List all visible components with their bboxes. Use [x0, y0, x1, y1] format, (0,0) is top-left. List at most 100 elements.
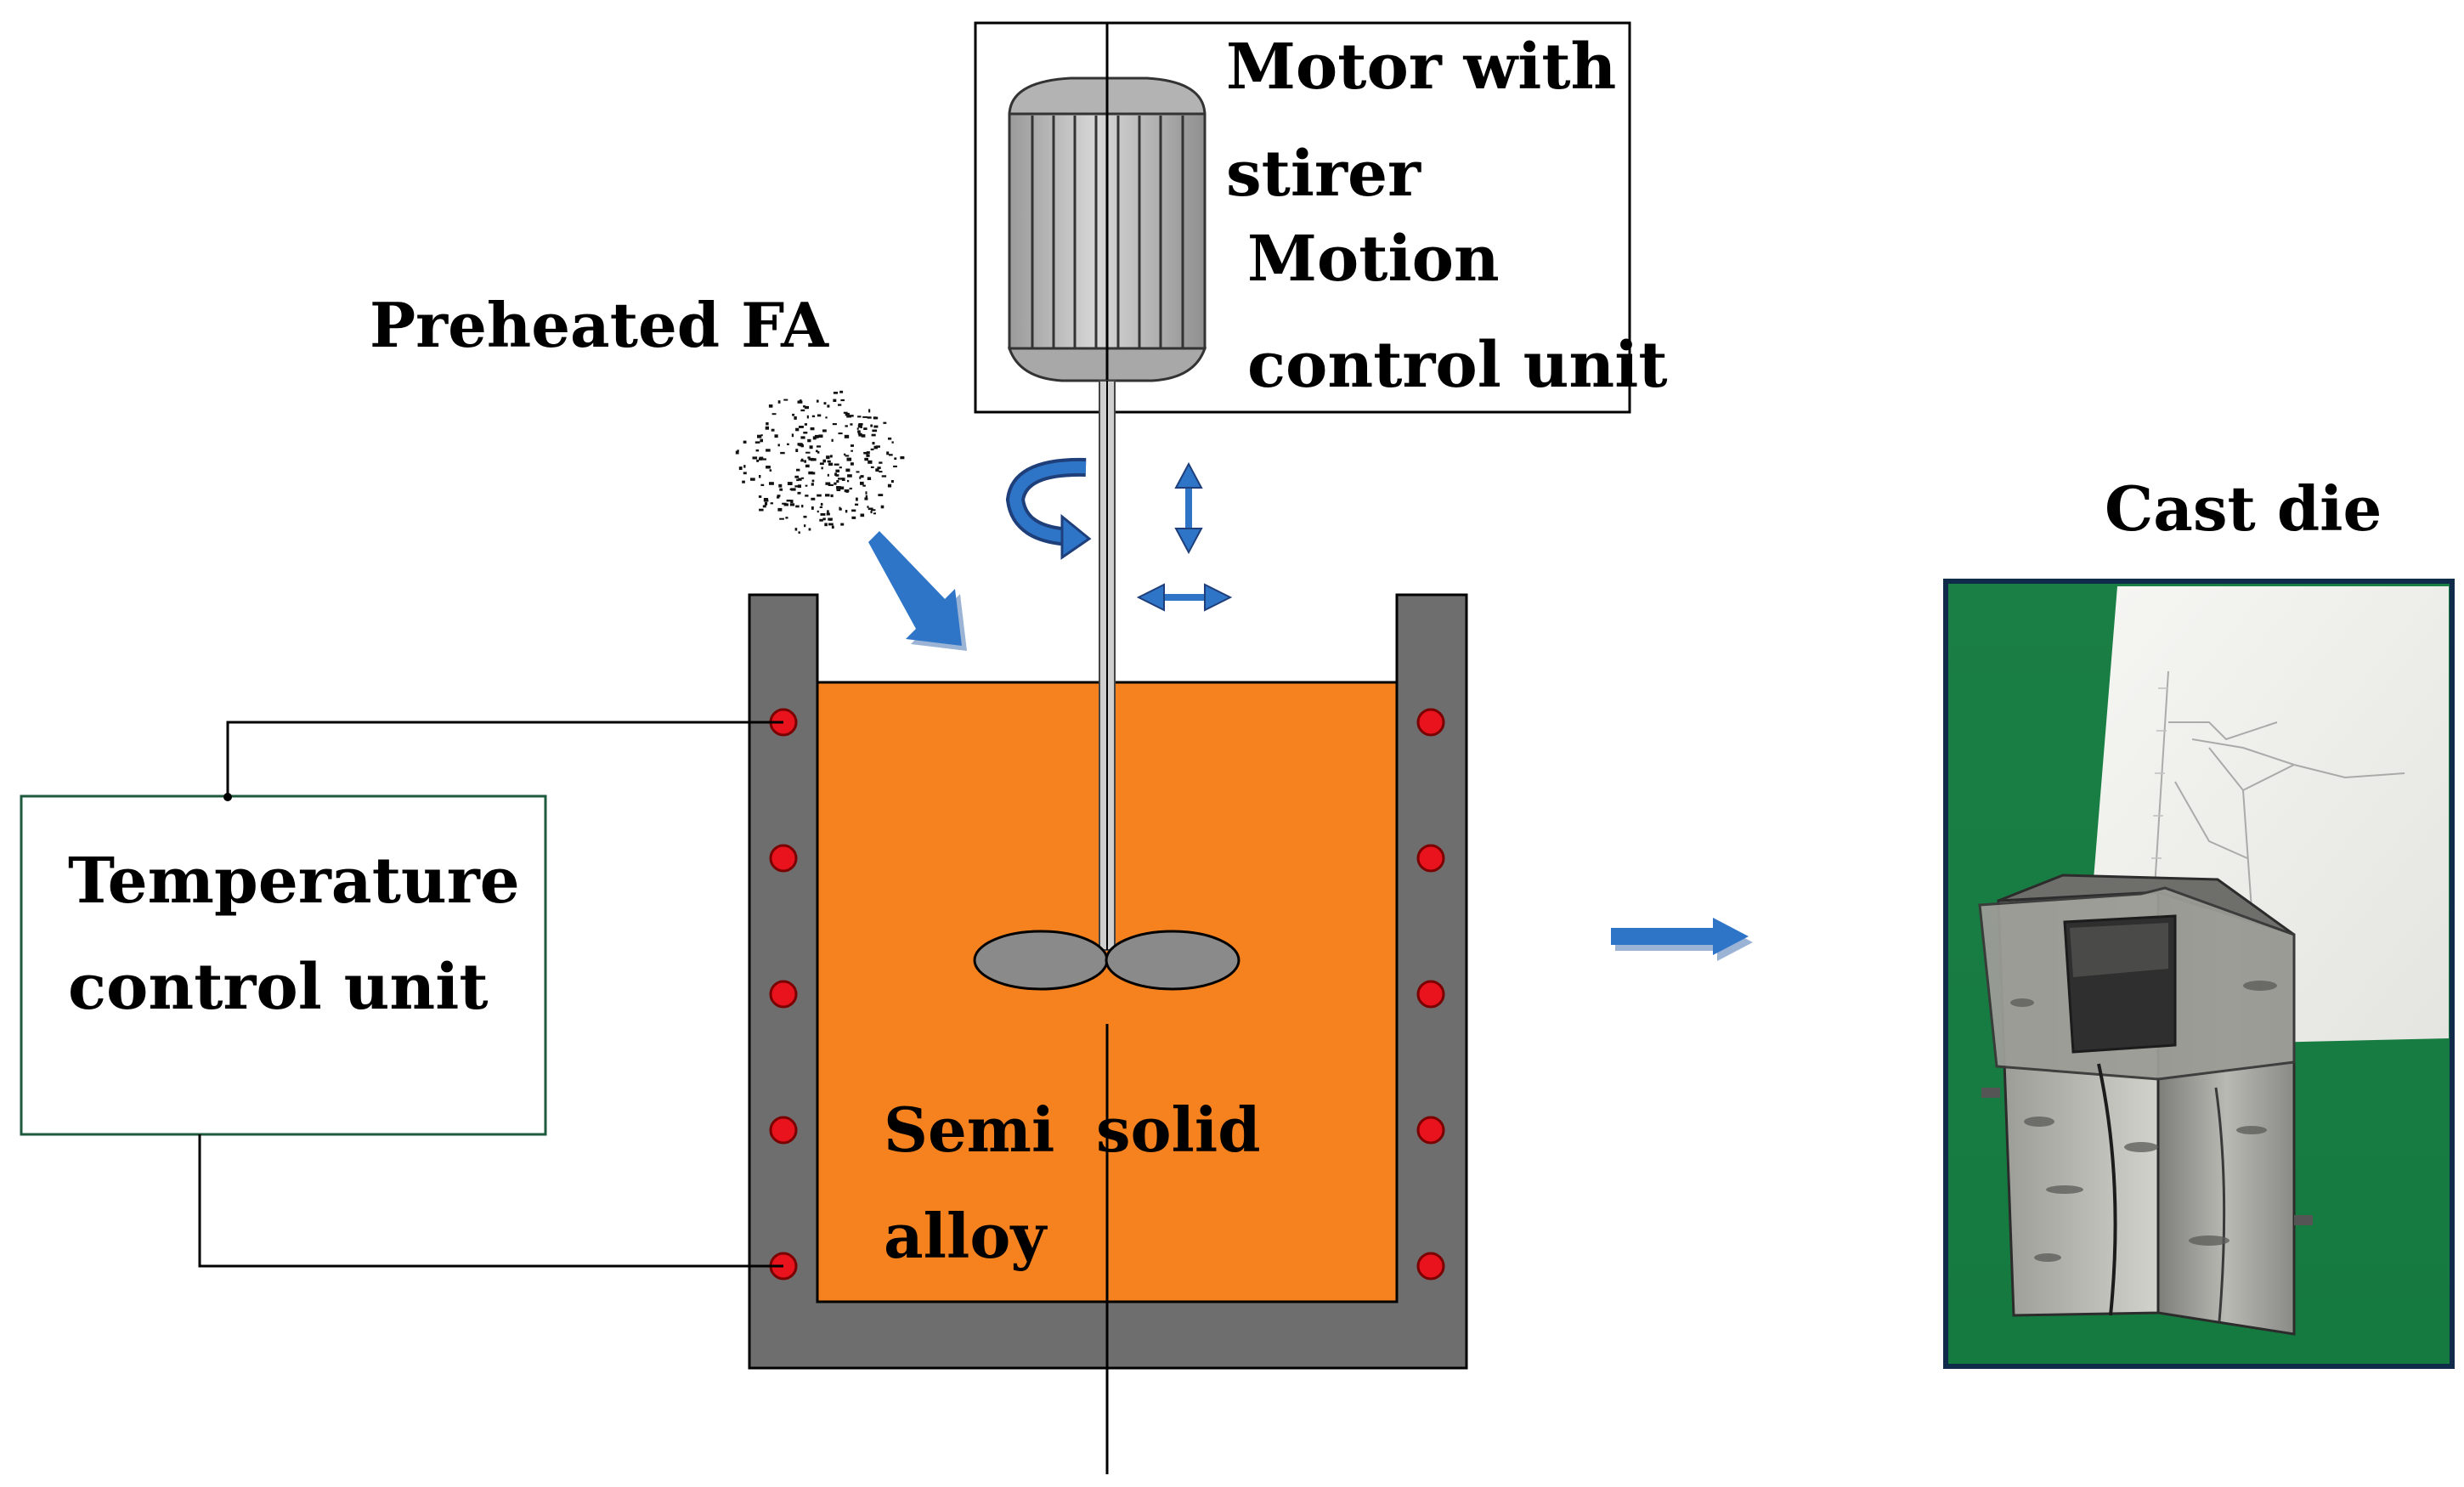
- powder-particle: [826, 455, 830, 460]
- powder-particle: [795, 449, 799, 452]
- powder-particle: [857, 430, 861, 433]
- powder-particle: [823, 402, 827, 405]
- powder-particle: [760, 483, 765, 486]
- cast-die-label: Cast die: [2105, 472, 2382, 545]
- powder-particle: [769, 482, 774, 485]
- powder-particle: [866, 451, 870, 454]
- powder-particle: [836, 480, 839, 483]
- powder-particle: [770, 502, 773, 505]
- powder-particle: [821, 466, 823, 470]
- powder-particle: [840, 523, 845, 526]
- powder-particle: [843, 411, 848, 414]
- powder-particle: [815, 434, 819, 438]
- powder-particle: [870, 448, 874, 450]
- heater-icon: [769, 844, 798, 873]
- powder-particle: [792, 413, 795, 416]
- powder-particle: [883, 421, 887, 424]
- powder-particle: [790, 488, 796, 491]
- powder-particle: [839, 466, 842, 469]
- powder-particle: [836, 489, 841, 491]
- powder-particle: [782, 502, 787, 505]
- powder-particle: [766, 422, 769, 426]
- powder-particle: [851, 509, 856, 512]
- feed-arrow-icon: [868, 531, 967, 651]
- powder-particle: [894, 457, 897, 460]
- powder-particle: [839, 390, 844, 393]
- powder-particle: [872, 442, 875, 445]
- powder-particle: [879, 461, 883, 464]
- alloy-label: alloy: [884, 1200, 1048, 1272]
- powder-particle: [816, 449, 818, 453]
- powder-particle: [873, 425, 879, 428]
- control-wires: [198, 721, 783, 1268]
- powder-particle: [825, 416, 828, 419]
- powder-particle: [757, 434, 762, 438]
- powder-particle: [888, 437, 892, 440]
- powder-particle: [759, 475, 761, 478]
- powder-particle: [860, 481, 864, 485]
- powder-particle: [879, 471, 883, 473]
- heater-icon: [1416, 1116, 1445, 1145]
- powder-particle: [780, 451, 785, 455]
- powder-particle: [824, 523, 828, 527]
- powder-particle: [867, 506, 869, 508]
- powder-particle: [877, 466, 881, 470]
- powder-particle: [768, 404, 773, 408]
- powder-particle: [846, 457, 852, 461]
- powder-particle: [851, 449, 853, 452]
- powder-particle: [833, 392, 839, 394]
- powder-particle: [850, 423, 853, 426]
- powder-particle: [887, 483, 892, 488]
- stirrer-shaft: [1099, 380, 1116, 951]
- powder-particle: [875, 445, 880, 448]
- powder-particle: [778, 483, 783, 488]
- powder-particle: [783, 399, 788, 401]
- powder-particle: [834, 482, 837, 485]
- powder-particle: [798, 478, 802, 481]
- powder-particle: [762, 505, 766, 508]
- powder-particle: [797, 484, 801, 489]
- stirrer-paddles: [973, 930, 1240, 991]
- powder-particle: [798, 531, 800, 534]
- powder-particle: [817, 399, 819, 403]
- powder-particle: [855, 503, 859, 506]
- powder-particle: [771, 413, 777, 416]
- powder-particle: [825, 494, 830, 497]
- powder-particle: [752, 456, 758, 460]
- powder-particle: [856, 471, 860, 473]
- powder-particle: [825, 482, 831, 485]
- powder-particle: [777, 400, 781, 404]
- die-block: [1978, 874, 2313, 1336]
- powder-particle: [777, 496, 780, 499]
- powder-particle: [799, 426, 804, 428]
- powder-particle: [822, 459, 826, 463]
- powder-particle: [828, 523, 834, 526]
- powder-particle: [841, 478, 845, 481]
- powder-particle: [809, 445, 813, 449]
- powder-particle: [756, 459, 760, 462]
- powder-particle: [811, 479, 815, 483]
- powder-particle: [800, 436, 805, 439]
- powder-particle: [760, 438, 763, 443]
- powder-particle: [771, 428, 775, 432]
- powder-particle: [806, 415, 809, 419]
- powder-particle: [777, 495, 781, 497]
- powder-particle: [844, 489, 850, 493]
- powder-particle: [880, 505, 884, 509]
- powder-particle: [763, 500, 769, 502]
- powder-particle: [807, 438, 811, 443]
- powder-particle: [774, 434, 778, 438]
- powder-particle: [871, 509, 876, 512]
- powder-particle: [819, 506, 822, 508]
- powder-particle: [845, 468, 851, 472]
- rotation-arrow-icon: [1005, 457, 1092, 560]
- powder-particle: [859, 476, 862, 479]
- powder-particle: [742, 480, 745, 483]
- powder-particle: [808, 471, 813, 475]
- powder-particle: [811, 497, 816, 500]
- powder-particle: [795, 505, 800, 508]
- powder-particle: [817, 451, 820, 454]
- powder-particle: [839, 486, 845, 490]
- powder-particle: [805, 495, 809, 497]
- powder-particle: [844, 434, 850, 438]
